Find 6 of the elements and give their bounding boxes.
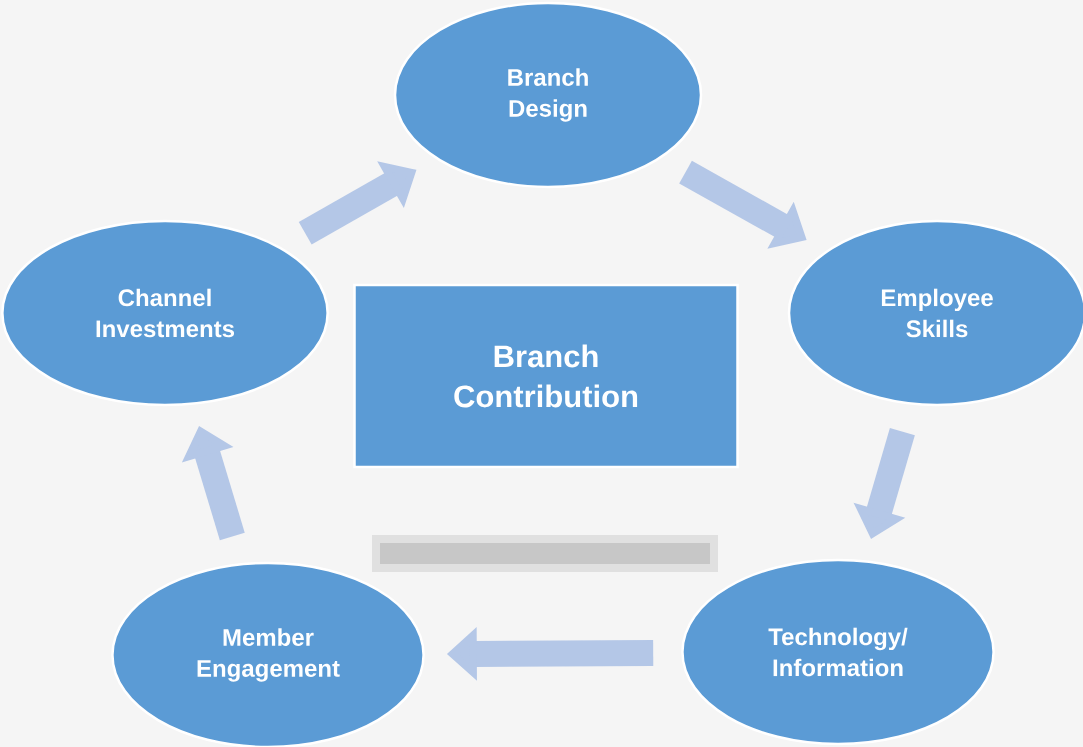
ellipse-node: Employee Skills — [787, 219, 1083, 407]
ellipse-node: Branch Design — [393, 1, 703, 189]
ellipse-node: Member Engagement — [111, 561, 425, 747]
ellipse-node: Channel Investments — [1, 219, 329, 407]
center-box: Branch Contribution — [353, 283, 739, 469]
ellipse-node: Technology/ Information — [681, 558, 995, 746]
